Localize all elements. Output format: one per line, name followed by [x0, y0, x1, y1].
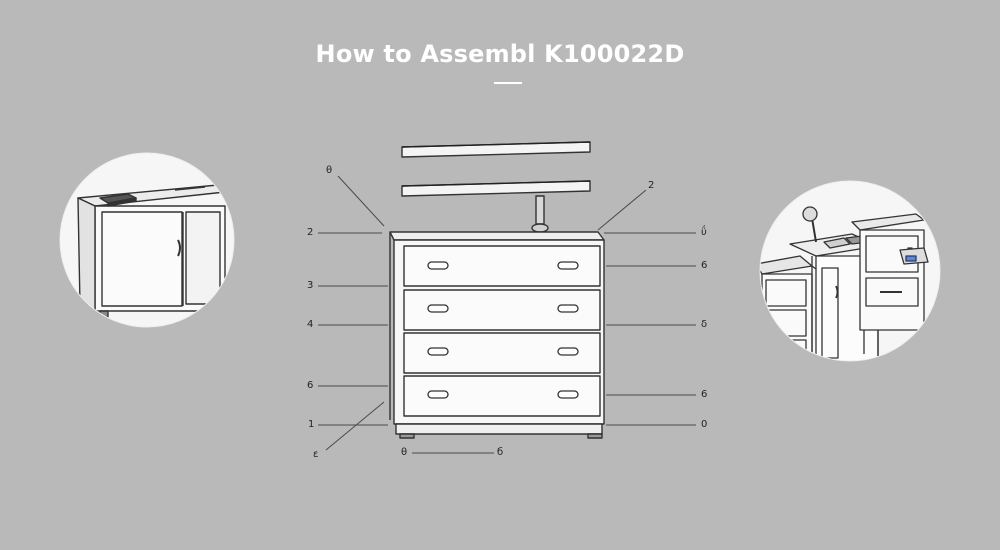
page-title: How to Assembl K100022D [315, 40, 685, 68]
callout-left-4: 4 [307, 319, 314, 330]
callout-right-4: δ [701, 319, 708, 330]
callout-right-5: 6 [701, 389, 708, 400]
callout-left-2: 2 [307, 227, 314, 238]
callout-right-3: 6 [701, 260, 708, 271]
callout-right-1: 2 [648, 180, 655, 191]
callout-right-2: ΰ [701, 227, 707, 238]
callout-left-6: 1 [308, 419, 315, 430]
cabinet-illustration [59, 152, 235, 328]
callout-left-7: ε [313, 449, 319, 460]
callout-right-6: 0 [701, 419, 708, 430]
callout-left-1: θ [326, 165, 333, 176]
callout-left-5: 6 [307, 380, 314, 391]
callout-bottom-1: θ [401, 447, 408, 458]
callout-left-3: 3 [307, 280, 314, 291]
title-underline [494, 82, 522, 84]
office-scene-illustration [759, 180, 941, 362]
callout-bottom-2: б [497, 447, 504, 458]
